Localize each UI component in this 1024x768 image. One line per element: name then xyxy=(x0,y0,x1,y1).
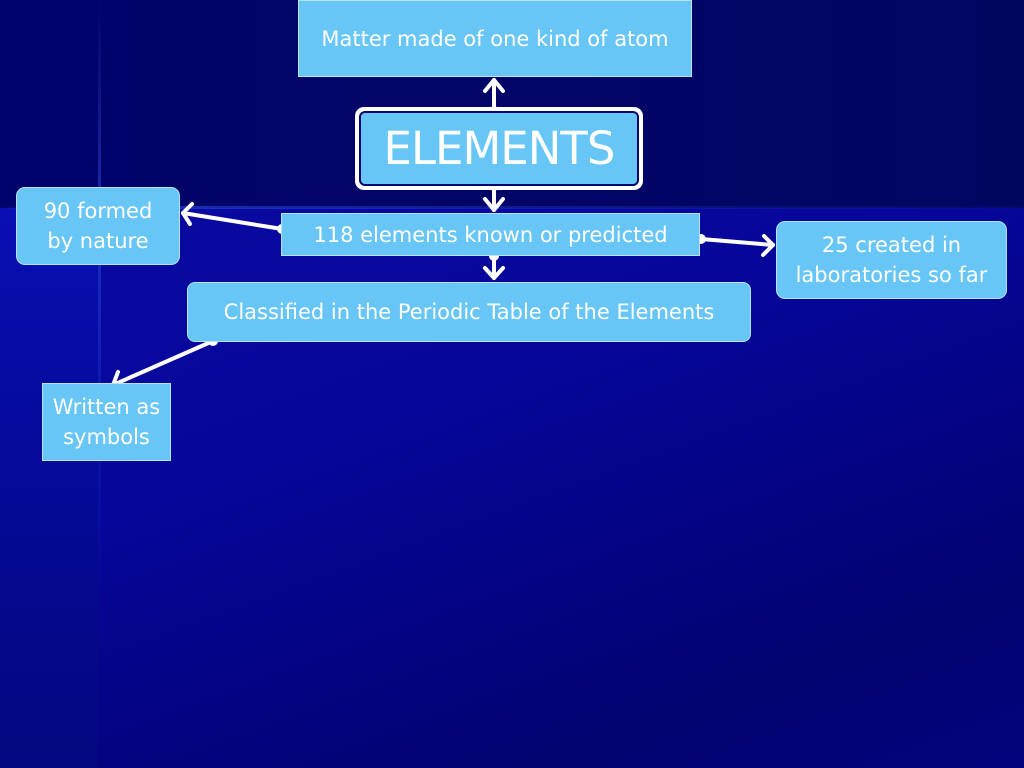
symbols-line-2: symbols xyxy=(63,425,150,449)
lab-elements-line-1: 25 created in xyxy=(821,233,962,257)
natural-elements-line-1: 90 formed xyxy=(43,199,153,223)
natural-elements-line-2: by nature xyxy=(47,229,149,253)
known-elements-node: 118 elements known or predicted xyxy=(281,213,700,256)
background-horizontal-glow xyxy=(0,206,1024,209)
symbols-line-1: Written as xyxy=(52,395,161,419)
symbols-node: Written as symbols xyxy=(42,383,171,461)
lab-elements-line-2: laboratories so far xyxy=(795,263,988,287)
background-left-band xyxy=(0,208,98,768)
elements-title-node: ELEMENTS xyxy=(355,107,643,190)
elements-title-text: ELEMENTS xyxy=(383,121,616,175)
definition-node: Matter made of one kind of atom xyxy=(298,0,692,77)
elements-title-inner: ELEMENTS xyxy=(359,111,639,186)
known-elements-text: 118 elements known or predicted xyxy=(313,223,668,247)
periodic-table-text: Classified in the Periodic Table of the … xyxy=(223,300,715,324)
natural-elements-node: 90 formed by nature xyxy=(16,187,180,265)
lab-elements-node: 25 created in laboratories so far xyxy=(776,221,1007,299)
periodic-table-node: Classified in the Periodic Table of the … xyxy=(187,282,751,342)
definition-text: Matter made of one kind of atom xyxy=(321,26,669,51)
